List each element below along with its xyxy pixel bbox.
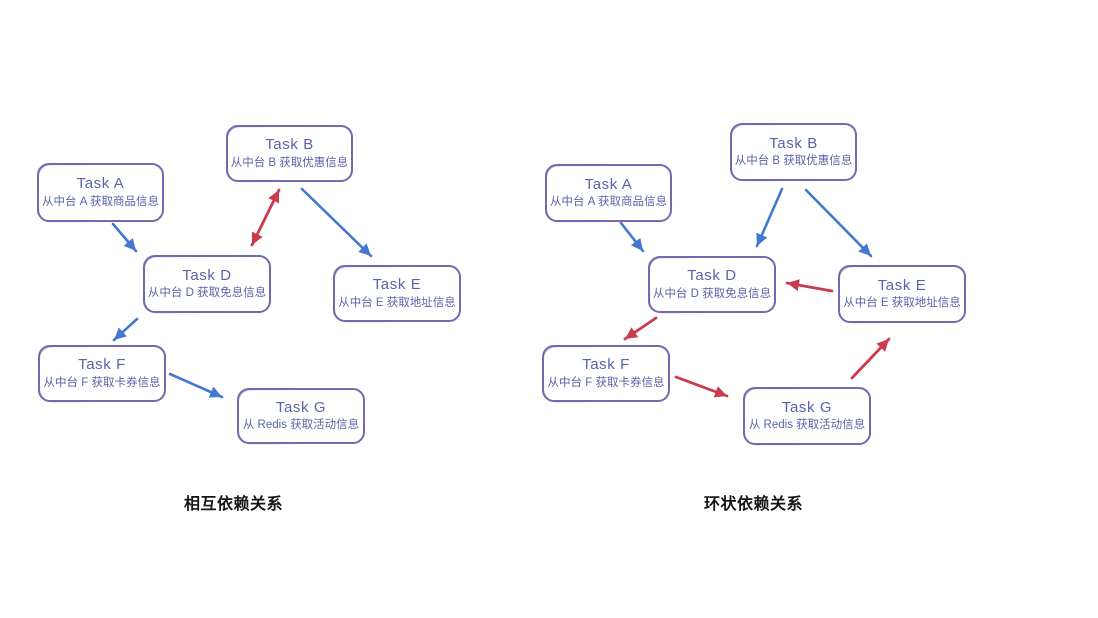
task-title: Task B [769,134,818,152]
left-edge-b-d-bidirectional-arrow [250,188,281,247]
task-title: Task D [182,266,232,284]
task-subtitle: 从 Redis 获取活动信息 [242,419,360,432]
left-node-task-d: Task D 从中台 D 获取免息信息 [143,255,271,313]
task-title: Task E [877,276,927,294]
task-subtitle: 从中台 D 获取免息信息 [652,287,772,300]
left-node-task-e: Task E 从中台 E 获取地址信息 [333,265,461,322]
right-node-task-f: Task F 从中台 F 获取卡券信息 [542,345,670,402]
right-edge-d-to-f-arrow [623,316,658,341]
task-title: Task B [265,136,314,154]
task-subtitle: 从中台 D 获取免息信息 [147,287,267,300]
left-node-task-g: Task G 从 Redis 获取活动信息 [237,388,365,444]
right-edge-e-to-d-arrow [785,279,834,293]
left-diagram-caption: 相互依赖关系 [184,496,284,513]
right-edge-b-to-d-arrow [755,187,784,248]
right-diagram-caption: 环状依赖关系 [704,496,804,513]
left-edge-a-to-d-arrow [111,222,138,253]
right-node-task-b: Task B 从中台 B 获取优惠信息 [730,123,857,181]
left-node-task-f: Task F 从中台 F 获取卡券信息 [38,345,166,402]
right-edge-f-to-g-arrow [674,375,729,398]
task-title: Task A [584,175,633,193]
right-node-task-g: Task G 从 Redis 获取活动信息 [743,387,871,445]
right-node-task-d: Task D 从中台 D 获取免息信息 [648,256,776,313]
task-title: Task A [76,175,125,193]
task-subtitle: 从中台 A 获取商品信息 [550,196,667,209]
left-edge-f-to-g-arrow [168,372,224,399]
left-node-task-b: Task B 从中台 B 获取优惠信息 [226,125,353,182]
task-title: Task F [78,356,126,374]
right-node-task-e: Task E 从中台 E 获取地址信息 [838,265,966,323]
task-subtitle: 从 Redis 获取活动信息 [748,419,866,432]
task-subtitle: 从中台 A 获取商品信息 [42,195,159,208]
task-subtitle: 从中台 E 获取地址信息 [843,297,961,310]
task-title: Task G [275,398,327,416]
right-edge-g-to-e-arrow [850,337,891,380]
left-edge-b-to-e-arrow [300,187,373,258]
task-subtitle: 从中台 E 获取地址信息 [338,296,456,309]
task-title: Task G [781,398,833,416]
task-subtitle: 从中台 F 获取卡券信息 [547,376,665,389]
task-subtitle: 从中台 F 获取卡券信息 [43,376,161,389]
right-node-task-a: Task A 从中台 A 获取商品信息 [545,164,672,222]
left-edge-d-to-f-arrow [112,317,139,342]
task-title: Task D [687,267,737,285]
task-title: Task E [372,276,422,294]
right-edge-b-to-e-arrow [804,188,873,258]
task-title: Task F [582,356,630,374]
task-subtitle: 从中台 B 获取优惠信息 [734,155,853,168]
task-subtitle: 从中台 B 获取优惠信息 [230,156,349,169]
left-node-task-a: Task A 从中台 A 获取商品信息 [37,163,164,222]
right-edge-a-to-d-arrow [619,221,645,253]
